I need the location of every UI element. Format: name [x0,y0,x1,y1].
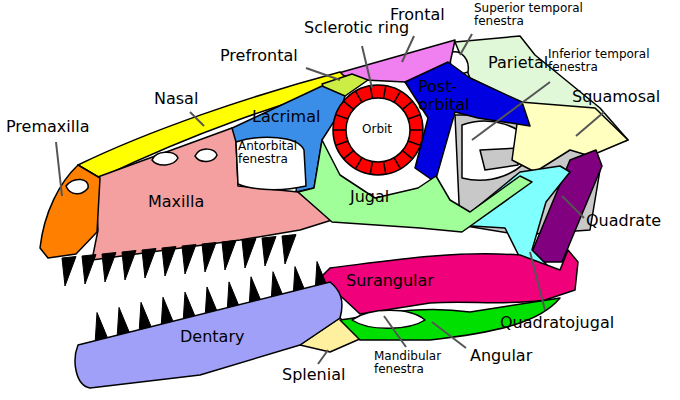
tooth [202,243,216,273]
leader-line [562,196,584,218]
ring-plate-edge [344,151,354,159]
leader-line [576,112,604,136]
bone-label: Angular [470,347,532,365]
tooth [62,257,76,287]
bone-label: Jugal [350,188,389,206]
ring-plate-edge [356,91,363,102]
bone-label: Dentary [180,328,244,346]
bone-label: Squamosal [572,88,660,106]
leader-line [362,46,372,88]
bone-label: Orbit [362,123,392,136]
maxillary-fenestra [152,152,178,165]
ring-plate-edge [356,158,363,169]
promaxillary-fenestra [195,149,217,161]
tooth [142,249,156,279]
bone-label: Inferior temporal fenestra [548,48,668,74]
bone-label: Mandibular fenestra [374,350,454,376]
bone-label: Antorbital fenestra [238,140,304,166]
leader-line [56,142,62,196]
tooth [222,241,236,271]
bone-label: Parietal [488,54,548,72]
leader-line [190,112,204,126]
bone-label: Prefrontal [220,47,298,65]
premaxilla-bone [40,165,100,258]
maxilla-bone [92,128,332,260]
mandibular-fenestra [352,310,425,328]
bone-label: Maxilla [148,193,204,211]
leader-line [530,252,545,310]
bone-label: Post-orbital [418,78,468,113]
ring-plate-edge [370,162,372,175]
tooth [182,245,196,275]
tooth [122,251,136,281]
ring-plate-edge [408,115,420,119]
bone-label: Lacrimal [252,108,320,126]
bone-label: Superior temporal fenestra [474,2,584,28]
ring-plate-edge [336,115,348,119]
leader-line [472,82,550,140]
bone-label: Frontal [390,6,445,24]
leader-line [432,322,466,348]
ring-plate-edge [394,158,401,169]
bone-label: Quadrate [586,212,661,230]
tooth [162,247,176,277]
bone-label: Splenial [282,366,345,384]
surangular-bone [320,250,578,314]
bone-label: Surangular [346,272,434,290]
orbit-opening [346,98,410,162]
leader-line [402,36,414,62]
leader-line [318,350,328,364]
ring-plate-edge [410,129,423,131]
ring-plate-edge [403,151,413,159]
tooth [282,235,296,265]
naris [66,179,88,193]
tooth [262,237,276,267]
sclerotic-ring [333,85,423,175]
leader-line [306,68,340,80]
ring-plate-edge [336,141,348,145]
tooth [242,239,256,269]
bone-label: Quadratojugal [500,314,614,332]
ring-plate-edge [384,162,386,175]
leader-line [460,34,472,55]
tooth [82,255,96,285]
ring-plate-edge [394,91,401,102]
ring-plate-edge [408,141,420,145]
ring-plate-edge [333,129,346,131]
antorbital-fenestra [236,137,306,189]
bone-label: Premaxilla [6,118,89,136]
ring-plate-edge [403,101,413,109]
postorbital-bone [405,62,530,182]
leader-line [384,316,406,347]
ring-plate-edge [384,86,386,99]
ring-plate-edge [344,101,354,109]
tooth [102,253,116,283]
bone-label: Nasal [154,90,198,108]
